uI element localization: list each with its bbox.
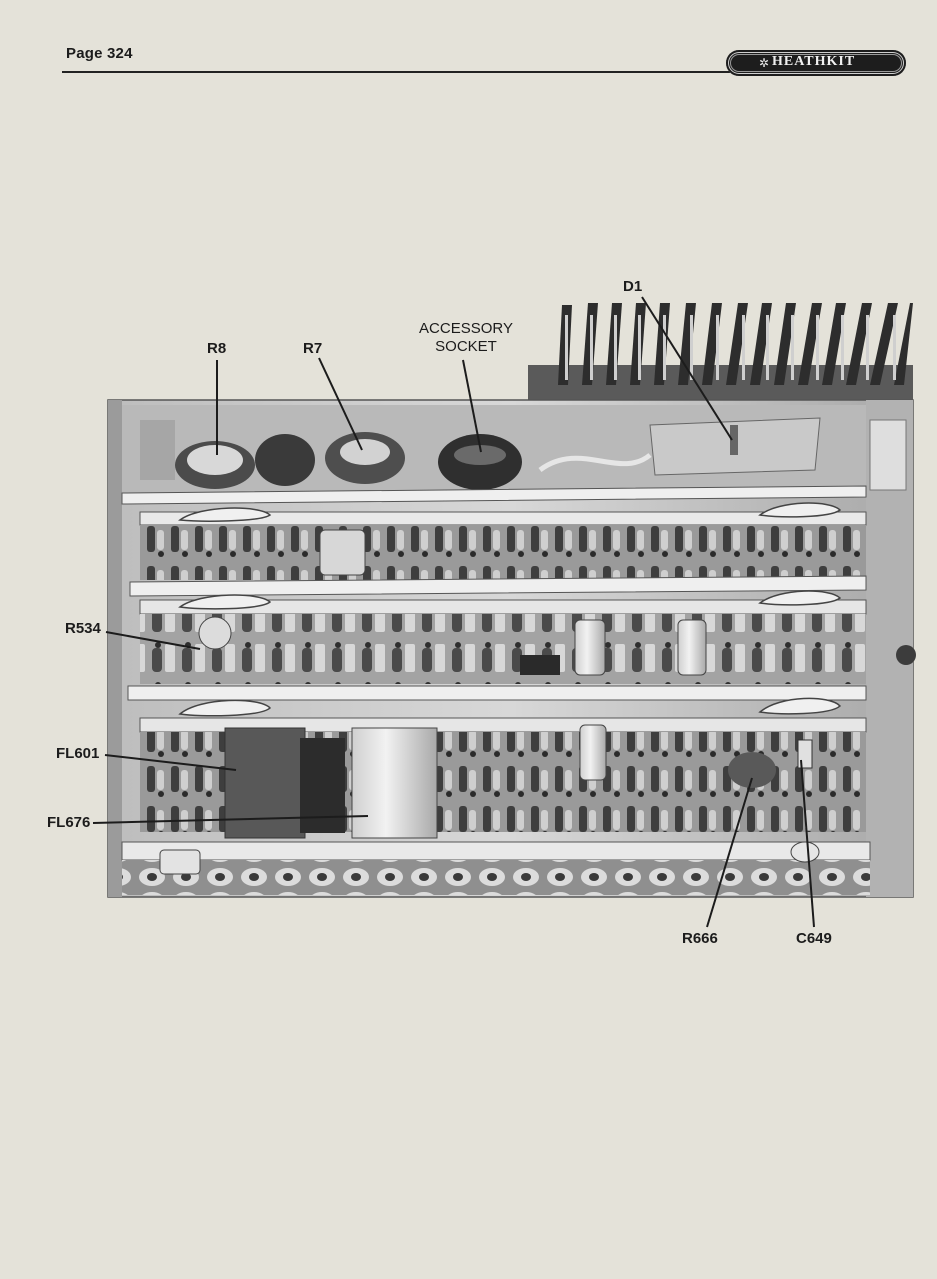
atom-icon: ✲: [758, 56, 770, 70]
header-rule: [62, 71, 730, 73]
heathkit-logo: ✲ HEATHKIT: [726, 50, 906, 76]
label-c649: C649: [796, 930, 832, 947]
label-accessory-line2: SOCKET: [435, 338, 497, 355]
leader-fl601: [104, 754, 237, 771]
label-r8: R8: [207, 340, 227, 357]
leader-r7: [318, 357, 363, 451]
heatsink: [528, 303, 913, 405]
label-accessory-line1: ACCESSORY: [419, 320, 513, 337]
leader-r534: [105, 631, 201, 650]
label-r7: R7: [303, 340, 323, 357]
label-fl676: FL676: [47, 814, 91, 831]
leader-accessory-socket: [462, 359, 482, 453]
label-accessory-socket: ACCESSORY SOCKET: [418, 320, 514, 356]
label-d1: D1: [623, 278, 643, 295]
label-r666: R666: [682, 930, 718, 947]
leader-r666: [706, 777, 753, 928]
leader-lines: [92, 296, 815, 928]
page-number: Page 324: [66, 45, 133, 62]
logo-border: [730, 54, 902, 72]
leader-c649: [800, 759, 815, 928]
label-r534: R534: [65, 620, 101, 637]
circuit-boards: [121, 485, 871, 895]
logo-brand-text: HEATHKIT: [772, 54, 856, 69]
label-fl601: FL601: [56, 745, 100, 762]
leader-d1: [641, 296, 733, 441]
top-compartment: [122, 405, 866, 495]
leader-fl676: [92, 815, 369, 824]
